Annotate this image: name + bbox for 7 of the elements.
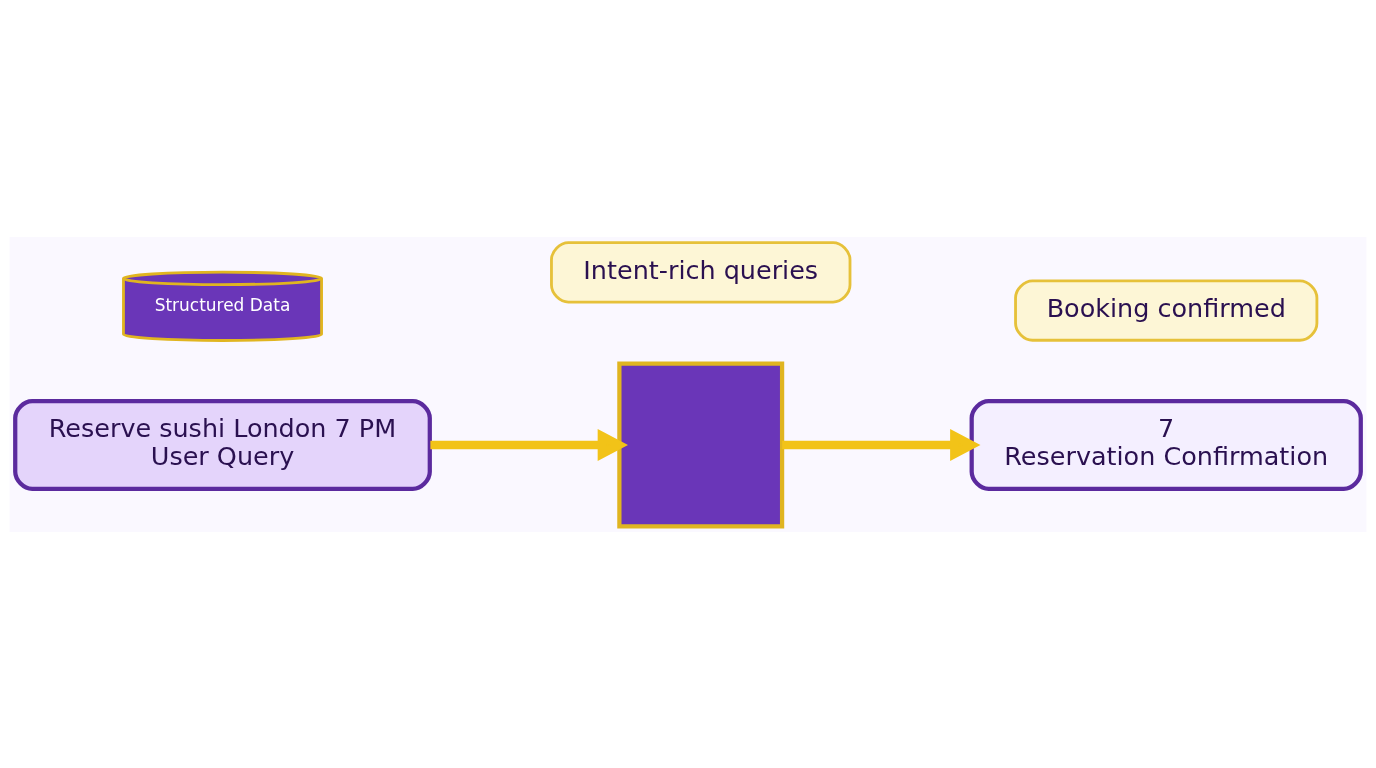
node-box: Reserve sushi London 7 PM User Query <box>13 398 432 491</box>
node-box: Booking confirmed <box>1014 278 1319 342</box>
node-box: 7 Reservation Confirmation <box>969 398 1363 491</box>
node-box: Intent-rich queries <box>550 240 852 303</box>
arrow <box>782 428 981 461</box>
arrow <box>430 428 628 461</box>
node-box <box>617 361 785 528</box>
